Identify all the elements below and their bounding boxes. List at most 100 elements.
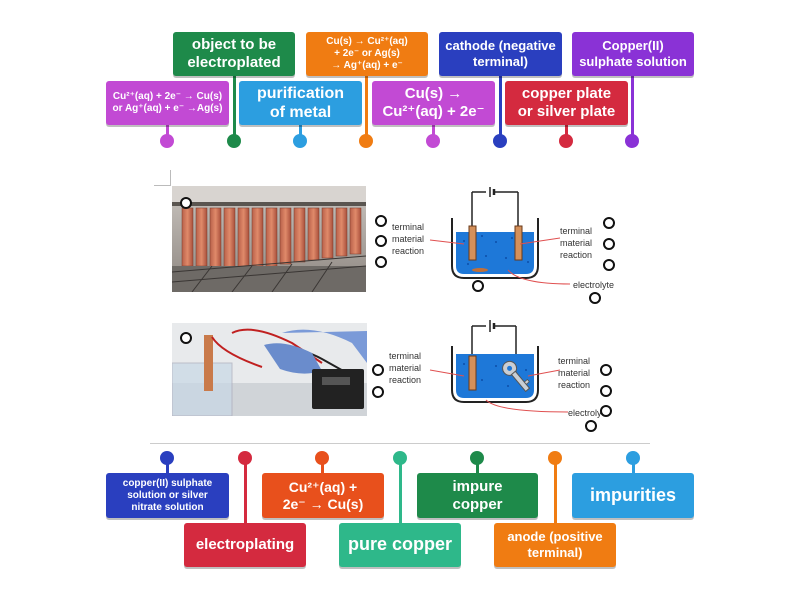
tile-copper-oxidation-large[interactable]: Cu(s) →Cu²⁺(aq) + 2e⁻: [372, 81, 495, 125]
tile-text-line: purification: [256, 84, 345, 102]
tile-copper-oxidation-equation[interactable]: Cu(s) → Cu²⁺(aq)+ 2e⁻ or Ag(s)→ Ag⁺(aq) …: [306, 32, 428, 76]
tile-text-line: 2e⁻ → Cu(s): [282, 495, 364, 512]
diagram1-left-labels: terminal material reaction: [392, 221, 424, 257]
corner-mark: [170, 170, 171, 186]
photo-copper-refinery: [172, 186, 366, 292]
tile-text-line: or silver plate: [517, 103, 616, 120]
drop-target-d1-impurities[interactable]: [472, 280, 484, 292]
label-reaction: reaction: [389, 375, 422, 385]
drop-target-d2-right-terminal[interactable]: [600, 364, 612, 376]
drop-target-d1-left-reaction[interactable]: [375, 256, 387, 268]
tile-pin-stem: [631, 458, 635, 473]
diagram-purification: [451, 187, 539, 279]
tile-pin-stem: [564, 125, 568, 141]
tile-text-line: impurities: [589, 484, 677, 505]
tile-pin-dot[interactable]: [548, 451, 562, 465]
tile-pin-dot[interactable]: [426, 134, 440, 148]
tile-pin-dot[interactable]: [493, 134, 507, 148]
tile-text-line: copper plate: [521, 85, 612, 102]
tile-text-line: copper(II) sulphate: [122, 477, 213, 489]
tile-pin-dot[interactable]: [625, 134, 639, 148]
tile-pin-stem: [320, 458, 324, 473]
tile-pin-dot[interactable]: [227, 134, 241, 148]
label-terminal: terminal: [389, 351, 422, 361]
tile-copper-reduction-equation[interactable]: Cu²⁺(aq) +2e⁻ → Cu(s): [262, 473, 384, 518]
tile-text-line: Cu²⁺(aq) + 2e⁻ → Cu(s): [112, 91, 223, 102]
corner-mark-h: [154, 185, 170, 186]
tile-reduction-equation[interactable]: Cu²⁺(aq) + 2e⁻ → Cu(s)or Ag⁺(aq) + e⁻ →A…: [106, 81, 229, 125]
tile-copper-sulphate-solution[interactable]: Copper(II)sulphate solution: [572, 32, 694, 76]
tile-pin-stem: [431, 125, 435, 141]
tile-pure-copper[interactable]: pure copper: [339, 523, 461, 567]
tile-pin-dot[interactable]: [160, 134, 174, 148]
tile-text-line: Cu(s) →: [404, 85, 463, 102]
drop-target-d1-right-reaction[interactable]: [603, 259, 615, 271]
drop-target-d2-left-material[interactable]: [372, 386, 384, 398]
diagram2-pointer-lines: [429, 369, 569, 413]
drop-target-d2-right-reaction[interactable]: [600, 405, 612, 417]
tile-pin-stem: [398, 458, 402, 523]
tile-pin-stem: [553, 458, 557, 523]
photo-electroplating-lab: [172, 323, 367, 416]
diagram1-electrolyte-label: electrolyte: [573, 280, 615, 290]
tile-pin-dot[interactable]: [393, 451, 407, 465]
tile-text-line: nitrate solution: [131, 501, 204, 513]
drop-target-d1-right-material[interactable]: [603, 238, 615, 250]
tile-pin-stem: [243, 458, 247, 523]
tile-text-line: sulphate solution: [579, 54, 687, 69]
tile-pin-dot[interactable]: [315, 451, 329, 465]
drop-target-photo1[interactable]: [180, 197, 192, 209]
label-terminal: terminal: [560, 226, 593, 236]
drop-target-d1-right-terminal[interactable]: [603, 217, 615, 229]
tile-pin-dot[interactable]: [359, 134, 373, 148]
diagram1-right-labels: terminal material reaction: [560, 225, 592, 261]
label-material: material: [392, 234, 425, 244]
label-terminal: terminal: [392, 222, 425, 232]
label-material: material: [560, 238, 593, 248]
tile-pin-stem: [475, 458, 479, 473]
tile-pin-stem: [498, 76, 502, 141]
drop-target-d2-left-terminal[interactable]: [372, 364, 384, 376]
diagram2-left-labels: terminal material reaction: [389, 350, 421, 386]
drop-target-d2-right-material[interactable]: [600, 385, 612, 397]
tile-text-line: Cu²⁺(aq) + 2e⁻: [382, 103, 485, 120]
tile-text-line: Cu(s) → Cu²⁺(aq): [326, 36, 408, 47]
tile-pin-dot[interactable]: [160, 451, 174, 465]
tile-text-line: Copper(II): [602, 38, 664, 54]
label-material: material: [389, 363, 422, 373]
tile-text-line: → Ag⁺(aq) + e⁻: [331, 60, 403, 71]
tile-text-line: or Ag⁺(aq) + e⁻ →Ag(s): [112, 103, 223, 114]
tile-pin-dot[interactable]: [626, 451, 640, 465]
drop-target-d1-electrolyte[interactable]: [589, 292, 601, 304]
diagram2-electrolyte-label: electrolyte: [568, 408, 610, 418]
label-reaction: reaction: [558, 380, 591, 390]
label-material: material: [558, 368, 591, 378]
diagram2-right-labels: terminal material reaction: [558, 355, 590, 391]
tile-pin-dot[interactable]: [470, 451, 484, 465]
tile-impurities[interactable]: impurities: [572, 473, 694, 518]
tile-pin-dot[interactable]: [293, 134, 307, 148]
tile-pin-dot[interactable]: [559, 134, 573, 148]
tile-text-line: object to be: [191, 36, 277, 53]
diagram-electroplating: [451, 320, 539, 403]
tile-pin-stem: [232, 76, 236, 141]
tile-text-line: anode (positive: [507, 529, 603, 545]
drop-target-d1-left-terminal[interactable]: [375, 215, 387, 227]
drop-target-d2-electrolyte[interactable]: [585, 420, 597, 432]
drop-target-photo2[interactable]: [180, 332, 192, 344]
separator-line: [150, 443, 650, 444]
tile-pin-stem: [165, 458, 169, 473]
drop-target-d1-left-material[interactable]: [375, 235, 387, 247]
tile-text-line: electroplating: [195, 536, 295, 553]
tile-pin-dot[interactable]: [238, 451, 252, 465]
tile-electroplating[interactable]: electroplating: [184, 523, 306, 567]
tile-text-line: pure copper: [347, 534, 453, 555]
tile-text-line: + 2e⁻ or Ag(s): [334, 48, 400, 59]
